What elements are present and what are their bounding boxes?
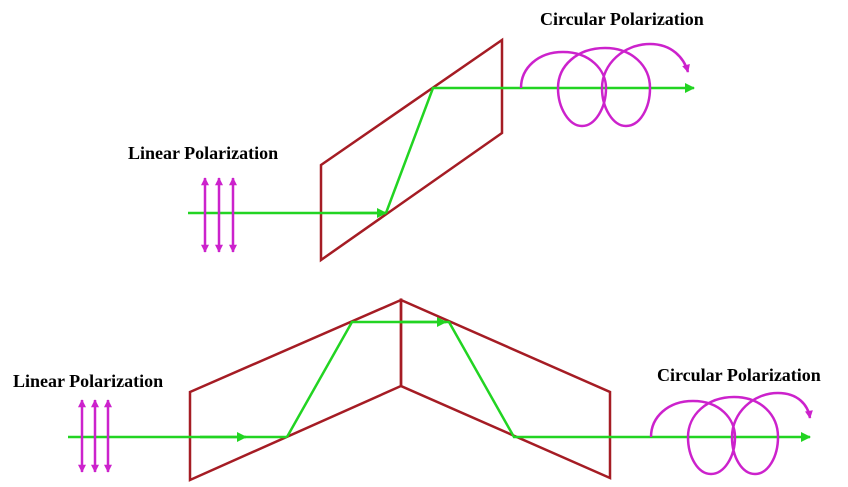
bottom-circular-loop-path <box>649 391 813 476</box>
bottom-linear-polarization-arrows <box>78 399 112 473</box>
bottom-circular-polarization-label: Circular Polarization <box>657 365 821 385</box>
top-rhomb-outline <box>319 37 504 263</box>
top-circular-polarization-loops <box>519 42 690 128</box>
bottom-rhomb-right <box>399 298 612 480</box>
bottom-double-rhomb <box>188 298 612 482</box>
top-circular-polarization-label: Circular Polarization <box>540 9 704 29</box>
top-linear-polarization-arrows <box>201 177 237 253</box>
top-internal-beam <box>384 86 520 214</box>
bottom-beam-path <box>68 317 811 442</box>
bottom-circular-polarization-loops <box>649 391 813 476</box>
top-circular-loop-path <box>519 42 690 128</box>
top-fresnel-rhomb <box>319 37 504 263</box>
bottom-internal-beam <box>285 320 610 439</box>
bottom-linear-polarization-label: Linear Polarization <box>13 371 164 391</box>
top-linear-polarization-label: Linear Polarization <box>128 143 279 163</box>
bottom-rhomb-left <box>188 298 403 482</box>
